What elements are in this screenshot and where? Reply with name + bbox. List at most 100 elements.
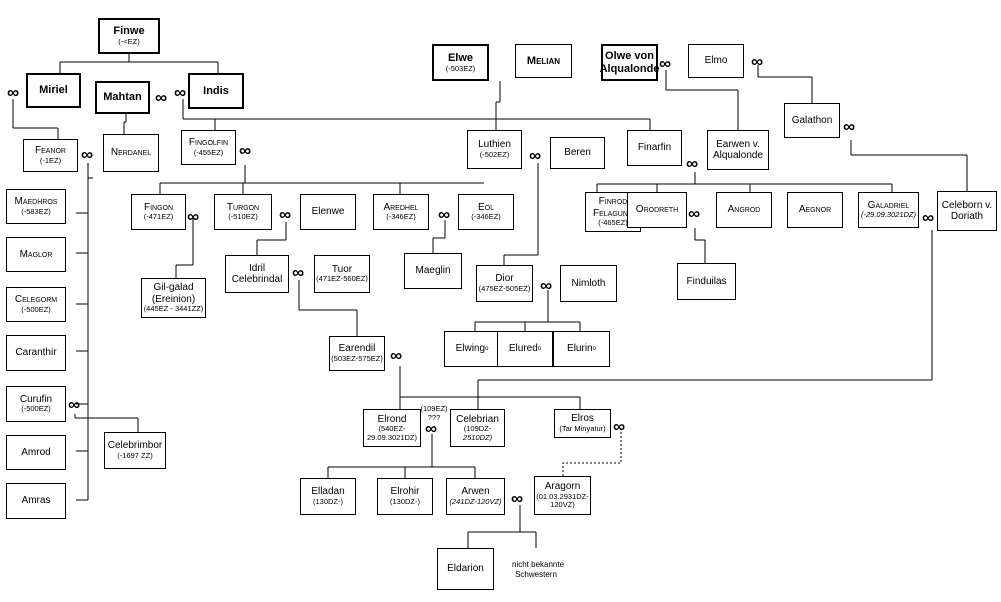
marriage-symbol-mahtan: ∞ xyxy=(155,88,168,107)
name: Turgon xyxy=(226,201,260,213)
name: Fingon xyxy=(143,201,174,213)
person-beren[interactable]: Beren xyxy=(550,137,605,169)
name: Elmo xyxy=(704,55,728,67)
person-elured[interactable]: Elured o xyxy=(497,331,553,367)
person-arwen[interactable]: Arwen (241DZ-120VZ) xyxy=(446,478,505,515)
person-celebrian[interactable]: Celebrian (109DZ- 2510DZ) xyxy=(450,409,505,447)
name-2: Celebrindal xyxy=(231,274,283,285)
name: Melian xyxy=(526,54,561,67)
name: Galadriel xyxy=(867,199,910,211)
marriage-date: (109EZ) xyxy=(420,404,448,413)
person-celeborn[interactable]: Celeborn v. Doriath xyxy=(937,191,997,231)
dates: (-29.09.3021DZ) xyxy=(860,210,917,220)
person-earwen[interactable]: Earwen v. Alqualonde xyxy=(707,130,769,170)
person-galadriel[interactable]: Galadriel (-29.09.3021DZ) xyxy=(858,192,919,228)
name: Finduilas xyxy=(686,275,727,287)
person-eol[interactable]: Eol (-346EZ) xyxy=(458,194,514,230)
person-feanor[interactable]: Feanor (-1EZ) xyxy=(23,139,78,172)
name: Angrod xyxy=(727,204,761,216)
person-fingolfin[interactable]: Fingolfin (-455EZ) xyxy=(181,130,236,165)
marriage-symbol-arwen: ∞ xyxy=(511,489,524,508)
person-galathon[interactable]: Galathon xyxy=(784,103,840,138)
marriage-symbol-galathon: ∞ xyxy=(843,117,856,136)
name: Idril xyxy=(248,262,266,274)
person-elrohir[interactable]: Elrohir (130DZ-) xyxy=(377,478,433,515)
note-line-1: nicht bekannte xyxy=(512,560,565,569)
person-celebrimbor[interactable]: Celebrimbor (-1697 ZZ) xyxy=(104,432,166,469)
marriage-symbol-earendil: ∞ xyxy=(390,346,403,365)
person-caranthir[interactable]: Caranthir xyxy=(6,335,66,371)
name: Arwen xyxy=(461,486,490,498)
person-turgon[interactable]: Turgon (-510EZ) xyxy=(214,194,272,230)
person-aragorn[interactable]: Aragorn (01.03.2931DZ- 120VZ) xyxy=(534,476,591,515)
name-2: (Ereinion) xyxy=(151,293,196,305)
person-elrond[interactable]: Elrond (540EZ- 29.09.3021DZ) xyxy=(363,409,421,447)
name: Elwing xyxy=(455,343,486,355)
person-nimloth[interactable]: Nimloth xyxy=(560,265,617,302)
name-2: Alqualonde xyxy=(712,150,764,161)
child-mark: o xyxy=(485,345,489,352)
person-finwe[interactable]: Finwe (-<EZ) xyxy=(98,18,160,54)
name: Finwe xyxy=(113,25,145,38)
dates: (-471EZ) xyxy=(143,212,174,222)
name: Tuor xyxy=(331,263,353,275)
name: Celegorm xyxy=(14,294,58,306)
person-finarfin[interactable]: Finarfin xyxy=(627,130,682,166)
person-dior[interactable]: Dior (475EZ-505EZ) xyxy=(476,265,533,302)
person-celegorm[interactable]: Celegorm (-500EZ) xyxy=(6,287,66,322)
dates-2: 120VZ) xyxy=(550,500,575,510)
person-curufin[interactable]: Curufin (-500EZ) xyxy=(6,386,66,422)
person-mahtan[interactable]: Mahtan xyxy=(95,81,150,114)
person-finduilas[interactable]: Finduilas xyxy=(677,263,736,300)
person-orodreth[interactable]: Orodreth xyxy=(627,192,687,228)
name: Curufin xyxy=(19,393,53,405)
person-gilgalad[interactable]: Gil-galad (Ereinion) (445EZ - 3441ZZ) xyxy=(141,278,206,318)
person-elros[interactable]: Elros (Tar Minyatur) xyxy=(554,409,611,438)
person-miriel[interactable]: Miriel xyxy=(26,73,81,108)
name: Luthien xyxy=(478,139,511,151)
person-idril[interactable]: Idril Celebrindal xyxy=(225,255,289,293)
person-elwing[interactable]: Elwing o xyxy=(444,331,500,367)
name: Elladan xyxy=(311,486,345,498)
person-luthien[interactable]: Luthien (-502EZ) xyxy=(467,130,522,169)
person-aegnor[interactable]: Aegnor xyxy=(787,192,843,228)
name: Orodreth xyxy=(635,204,679,216)
person-amras[interactable]: Amras xyxy=(6,483,66,519)
person-amrod[interactable]: Amrod xyxy=(6,435,66,470)
name: Earwen v. xyxy=(716,138,760,150)
name: Amras xyxy=(21,495,51,507)
person-melian[interactable]: Melian xyxy=(515,44,572,78)
person-elwe[interactable]: Elwe (-503EZ) xyxy=(432,44,489,81)
person-angrod[interactable]: Angrod xyxy=(716,192,772,228)
dates: (540EZ- xyxy=(378,424,406,434)
person-eldarion[interactable]: Eldarion xyxy=(437,548,494,590)
name: Caranthir xyxy=(15,347,57,359)
person-elladan[interactable]: Elladan (130DZ-) xyxy=(300,478,356,515)
person-indis[interactable]: Indis xyxy=(188,73,244,109)
person-elurin[interactable]: Elurin o xyxy=(553,331,610,367)
marriage-symbol-fingolfin: ∞ xyxy=(239,141,252,160)
person-aredhel[interactable]: Aredhel (-346EZ) xyxy=(373,194,429,230)
person-olwe[interactable]: Olwe von Alqualonde xyxy=(600,44,659,81)
note-line-2: Schwestern xyxy=(515,569,557,579)
person-maeglin[interactable]: Maeglin xyxy=(404,253,462,289)
dates-2: 2510DZ) xyxy=(462,432,493,442)
person-tuor[interactable]: Tuor (471EZ-560EZ) xyxy=(314,255,370,293)
person-maedhros[interactable]: Maedhros (-583EZ) xyxy=(6,189,66,224)
name-2: Doriath xyxy=(950,211,984,222)
marriage-symbol-feanor: ∞ xyxy=(81,145,94,164)
name: Galathon xyxy=(791,114,833,126)
person-fingon[interactable]: Fingon (-471EZ) xyxy=(131,194,186,230)
person-maglor[interactable]: Maglor xyxy=(6,237,66,272)
marriage-symbol-elmo: ∞ xyxy=(751,52,764,71)
dates: (01.03.2931DZ- xyxy=(536,491,589,501)
person-earendil[interactable]: Earendil (503EZ-575EZ) xyxy=(329,336,385,371)
name: Dior xyxy=(495,273,514,285)
name-2: Felagund xyxy=(593,207,633,219)
person-elenwe[interactable]: Elenwe xyxy=(300,194,356,230)
person-nerdanel[interactable]: Nerdanel xyxy=(103,134,159,172)
person-elmo[interactable]: Elmo xyxy=(688,44,744,78)
dates: (-<EZ) xyxy=(118,37,140,46)
marriage-unknown: ??? xyxy=(427,413,441,422)
